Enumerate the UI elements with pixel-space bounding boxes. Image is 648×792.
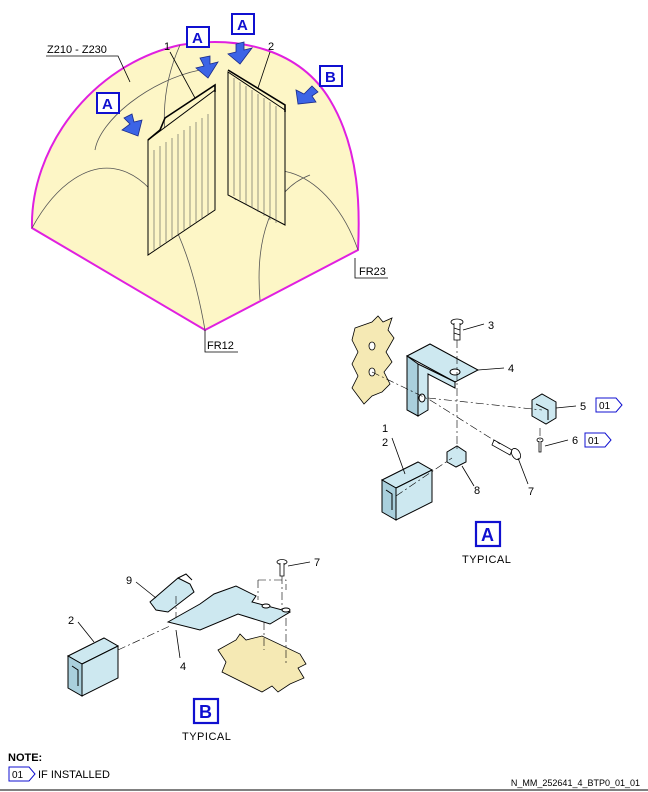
item1-leader-top xyxy=(169,51,196,99)
item-3: 3 xyxy=(488,320,494,332)
zone-leader xyxy=(46,55,131,83)
item-4-b: 4 xyxy=(180,661,186,673)
detail-b-flag: B xyxy=(192,697,220,725)
screw-part-3 xyxy=(450,318,464,341)
item-8: 8 xyxy=(474,485,480,497)
view-b-flag: B xyxy=(319,65,343,87)
arrow-icon xyxy=(195,55,219,79)
item-5: 5 xyxy=(580,401,586,413)
view-a-flag-2: A xyxy=(231,13,255,35)
detail-a-flag: A xyxy=(474,520,502,548)
clip-part-5 xyxy=(531,393,557,425)
leaders-b xyxy=(77,561,311,659)
fr23-leader xyxy=(354,258,388,279)
item-2-top: 2 xyxy=(268,41,274,53)
stowage-panel-left xyxy=(147,83,216,256)
overhead-area-view: Z210 - Z230 FR12 FR23 1 2 A A A B xyxy=(30,13,388,353)
svg-text:A: A xyxy=(192,30,203,47)
view-a-flag-3: A xyxy=(96,92,120,114)
bracket-part-4 xyxy=(405,343,480,417)
leaders-a xyxy=(391,323,577,487)
item-4-a: 4 xyxy=(508,363,514,375)
detail-b: 7 9 2 4 B xyxy=(66,557,320,725)
effectivity-tag-item5: 01 xyxy=(595,397,623,413)
detail-a: 3 4 5 6 7 8 1 2 01 01 A xyxy=(351,315,623,548)
rail-part-1-2-a xyxy=(380,461,434,521)
arrow-icon xyxy=(295,85,319,105)
note-title: NOTE: xyxy=(8,752,43,764)
zone-label: Z210 - Z230 xyxy=(47,44,107,56)
svg-text:01: 01 xyxy=(12,770,24,781)
center-lines-b xyxy=(117,576,287,664)
rail-part-2-b xyxy=(66,637,120,697)
typical-label-a: TYPICAL xyxy=(462,554,512,566)
svg-text:01: 01 xyxy=(588,436,600,447)
typical-label-b: TYPICAL xyxy=(182,731,232,743)
svg-text:B: B xyxy=(199,702,212,722)
item-2-a: 2 xyxy=(382,437,388,449)
screw-part-7-b xyxy=(276,559,288,577)
item-7-a: 7 xyxy=(528,486,534,498)
note-tag: 01 xyxy=(8,766,36,782)
item-1-a: 1 xyxy=(382,423,388,435)
item-2-b: 2 xyxy=(68,615,74,627)
item-9: 9 xyxy=(126,575,132,587)
item-6: 6 xyxy=(572,435,578,447)
arrow-icon xyxy=(227,41,253,65)
bracket-part-9 xyxy=(149,573,195,613)
svg-text:A: A xyxy=(102,96,113,113)
item2-leader-top xyxy=(257,51,271,89)
svg-text:A: A xyxy=(237,17,248,34)
item-7-b: 7 xyxy=(314,557,320,569)
svg-text:B: B xyxy=(325,69,336,86)
shell-arc-lines xyxy=(31,44,359,331)
drawing-reference: N_MM_252641_4_BTP0_01_01 xyxy=(510,778,640,788)
effectivity-tag-item6: 01 xyxy=(584,432,612,448)
arrow-icon xyxy=(121,113,143,137)
fr12-label: FR12 xyxy=(207,340,234,352)
view-arrow-icons xyxy=(121,41,319,137)
view-a-flag-1: A xyxy=(186,26,210,48)
structure-fragment-a xyxy=(351,315,395,405)
note-text: IF INSTALLED xyxy=(38,769,110,781)
fr23-label: FR23 xyxy=(359,266,386,278)
screw-part-6 xyxy=(536,437,544,453)
structure-fragment-b xyxy=(217,633,307,693)
svg-text:01: 01 xyxy=(599,401,611,412)
center-lines-a xyxy=(371,340,543,497)
screw-part-7-a xyxy=(491,439,521,460)
nut-part-8 xyxy=(446,445,467,468)
stowage-panel-right xyxy=(227,69,286,226)
svg-text:A: A xyxy=(481,525,494,545)
fr12-leader xyxy=(204,330,238,353)
item-1-top: 1 xyxy=(164,41,170,53)
